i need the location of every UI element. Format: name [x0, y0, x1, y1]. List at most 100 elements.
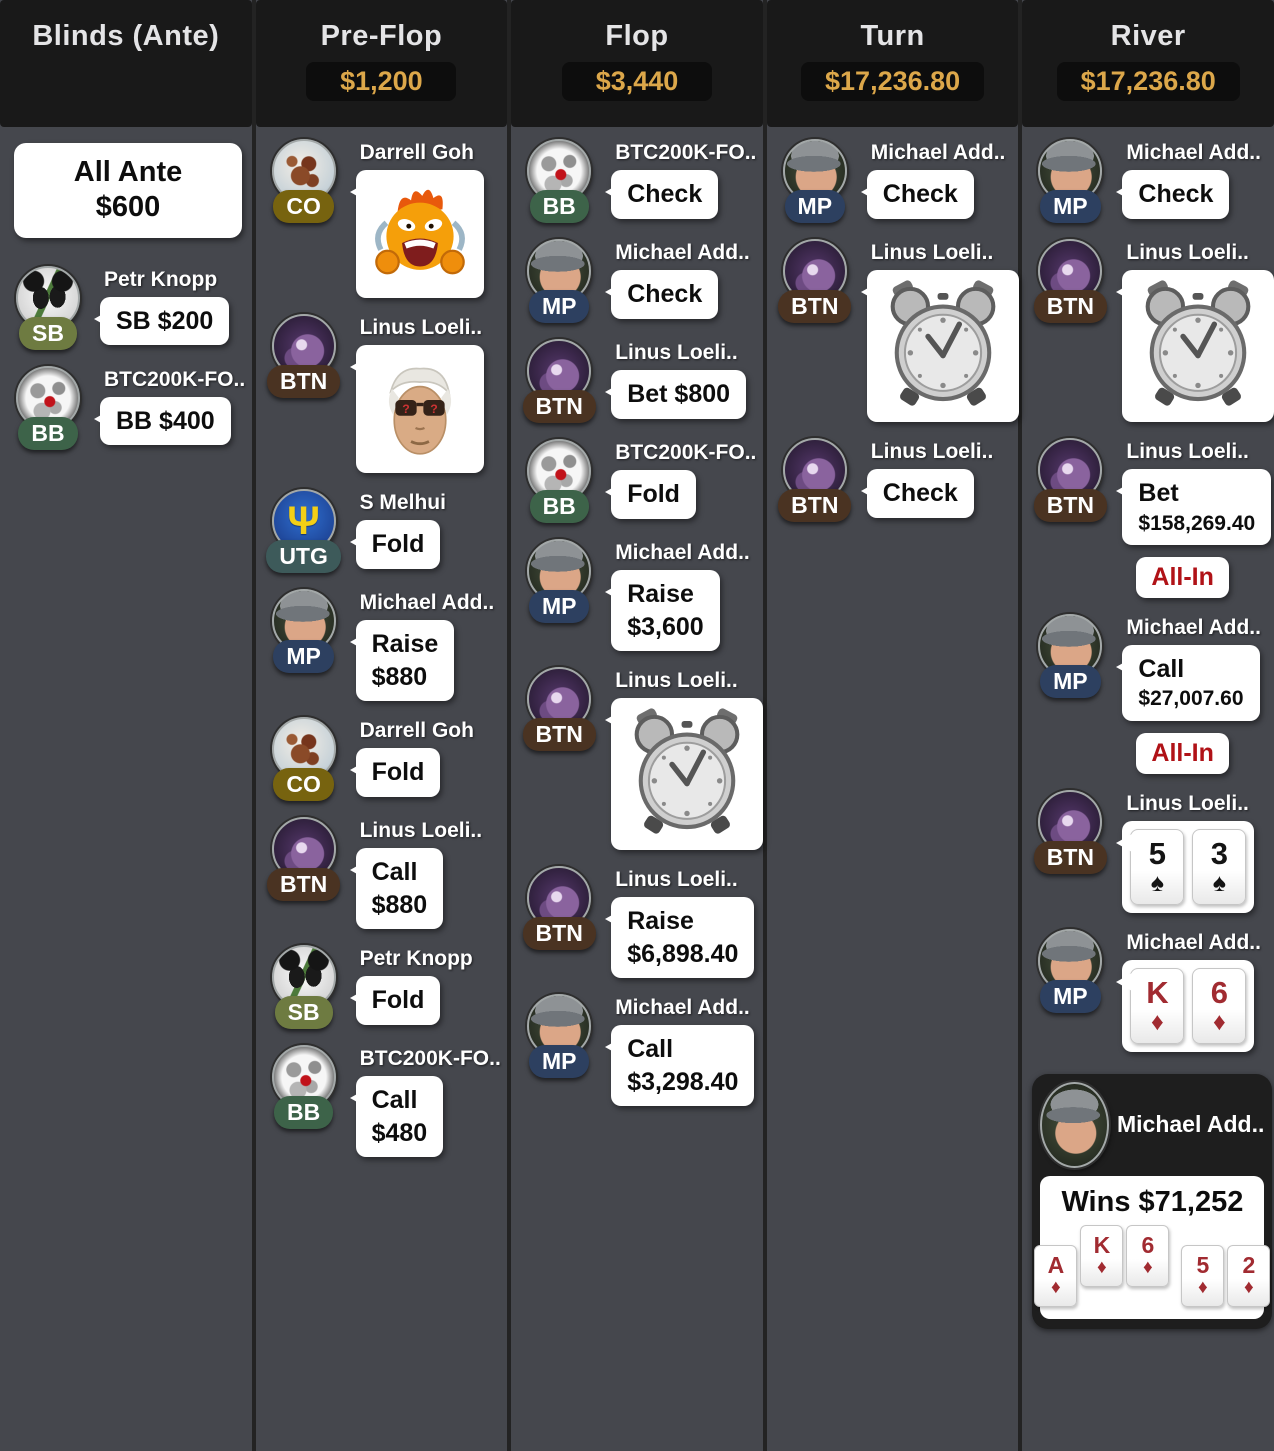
position-badge: MP [1040, 664, 1101, 698]
action-detail: Linus Loeli.. [1110, 239, 1274, 422]
ante-label: All Ante [73, 156, 183, 188]
action-text: $880 [371, 890, 428, 919]
position-badge: MP [528, 1045, 590, 1078]
action-text: $3,298.40 [627, 1067, 739, 1096]
action-detail: Michael Add..Raise$3,600 [599, 539, 750, 651]
action-bubble: Bet $800 [605, 370, 747, 419]
playing-card: 6♦ [1126, 1224, 1170, 1287]
action-bubble: Call $880 [349, 848, 444, 929]
position-badge: BTN [266, 868, 341, 901]
playing-card: 3♠ [1192, 828, 1247, 905]
action-text: Check [882, 180, 958, 208]
player-name: Linus Loeli.. [359, 316, 483, 339]
player-seat: MP [519, 539, 599, 623]
player-name: Michael Add.. [359, 591, 495, 614]
all-in-badge: All-In [1136, 732, 1229, 774]
action-bubble: Call$27,007.60 [1116, 644, 1260, 721]
action-bubble: Check [860, 469, 974, 518]
player-seat: BTN [1030, 239, 1110, 323]
action-detail: Linus Loeli.. Check [855, 438, 994, 518]
pot-amount: $17,236.80 [801, 62, 985, 101]
all-in-badge: All-In [1136, 556, 1229, 598]
player-name: BTC200K-FO.. [359, 1047, 501, 1070]
position-badge: BB [273, 1096, 334, 1129]
player-seat: MP [1030, 613, 1110, 698]
action-text: Call [1138, 654, 1185, 683]
street-header-preflop: Pre-Flop$1,200 [255, 0, 508, 127]
card-rank: K [1093, 1232, 1111, 1259]
player-name: Petr Knopp [104, 267, 218, 291]
player-seat: CO [264, 717, 344, 801]
player-seat: BB [264, 1045, 344, 1129]
action-row: BB BTC200K-FO..Fold [519, 439, 756, 523]
player-seat: BTN [775, 438, 855, 522]
action-text: Call [371, 858, 418, 886]
action-text: Check [627, 180, 703, 208]
player-seat: BB [8, 365, 88, 450]
action-bubble: Raise$6,898.40 [605, 897, 755, 978]
action-text: $158,269.40 [1138, 511, 1256, 535]
player-name: Michael Add.. [1126, 615, 1261, 639]
pot-amount: $3,440 [561, 62, 712, 101]
player-seat: BTN [775, 239, 855, 323]
chat-bubble [1116, 270, 1274, 422]
action-detail: Michael Add..Check [599, 239, 750, 319]
ante-amount: $600 [95, 191, 161, 224]
player-seat: MP [264, 589, 344, 673]
wins-amount: Wins $71,252 [1061, 1185, 1244, 1218]
action-text: Fold [371, 986, 425, 1014]
action-bubble: Call$480 [349, 1076, 444, 1157]
position-badge: BTN [522, 718, 596, 751]
position-badge: MP [1040, 190, 1101, 223]
card-rank: 3 [1210, 835, 1229, 871]
playing-card: 6♦ [1192, 967, 1247, 1044]
spade-suit-icon: ♠ [1150, 868, 1165, 897]
player-seat: SB [8, 265, 88, 350]
action-detail: BTC200K-FO..Fold [599, 439, 756, 519]
action-bubble: Call$3,298.40 [605, 1025, 755, 1106]
position-badge: MP [528, 290, 590, 323]
action-bubble: Fold [349, 748, 441, 797]
action-bubble: SB $200 [93, 296, 230, 346]
hole-cards-bubble: 5♠3♠ [1116, 820, 1255, 913]
position-badge: BB [529, 490, 589, 523]
action-bubble: BB $400 [94, 396, 231, 446]
position-badge: UTG [266, 540, 341, 573]
position-badge: MP [528, 590, 590, 623]
diamond-suit-icon: ♦ [1198, 1277, 1208, 1299]
playing-card: K♦ [1080, 1224, 1124, 1287]
action-detail: Linus Loeli..Call$880 [344, 817, 482, 929]
diamond-suit-icon: ♦ [1213, 1007, 1226, 1036]
position-badge: CO [273, 768, 334, 801]
player-name: Linus Loeli.. [870, 440, 994, 463]
playing-card: 5♠ [1130, 828, 1185, 905]
position-badge: BTN [1033, 840, 1108, 874]
action-detail: Linus Loeli.. [855, 239, 1019, 422]
action-detail: Linus Loeli.. [599, 667, 764, 850]
player-seat: MP [1030, 928, 1110, 1013]
position-badge: BTN [1033, 290, 1108, 323]
player-name: Michael Add.. [1126, 141, 1261, 164]
player-name: Michael Add.. [1126, 930, 1261, 954]
position-badge: BTN [522, 917, 596, 950]
player-seat: BTN [1030, 789, 1110, 874]
playing-card: A♦ [1034, 1244, 1078, 1307]
card-rank: 5 [1148, 835, 1167, 871]
